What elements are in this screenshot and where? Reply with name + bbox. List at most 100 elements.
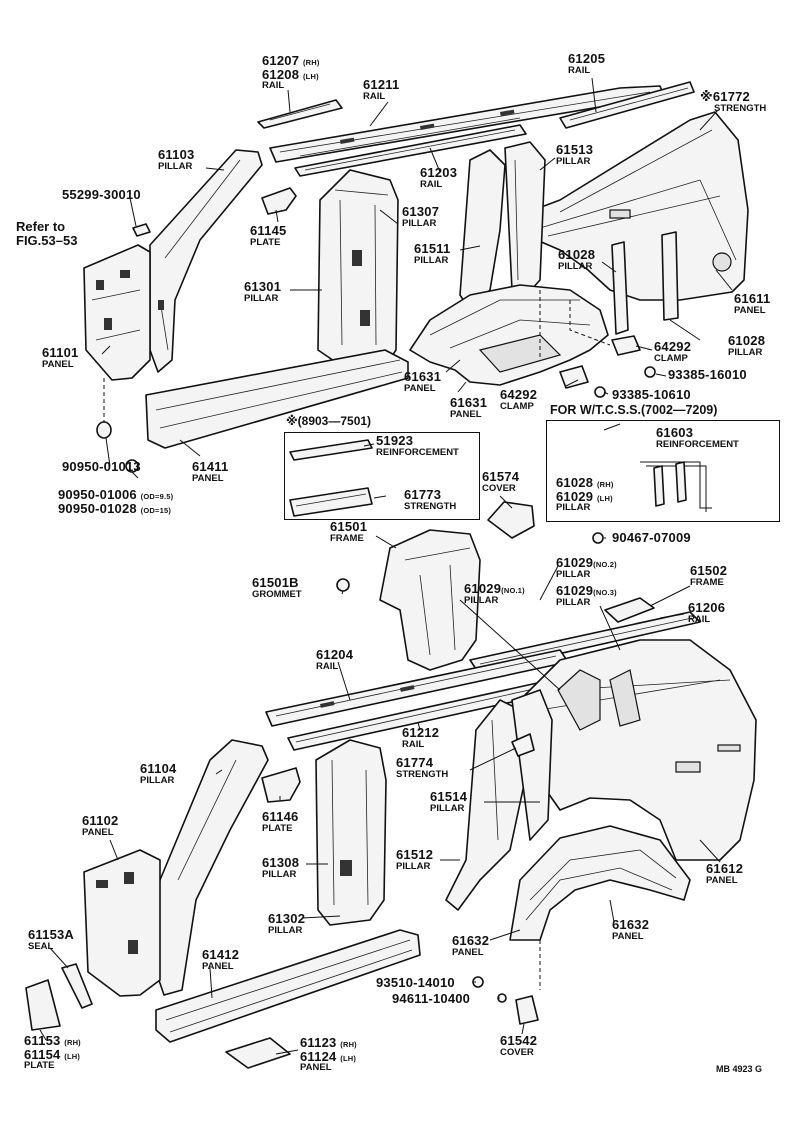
part-desc: PILLAR (244, 292, 279, 304)
part-desc: PILLAR (414, 254, 449, 266)
label-64292b: 64292 CLAMP (500, 388, 537, 412)
label-55299: 55299-30010 (62, 188, 141, 202)
tcss-parts-shape (640, 461, 712, 512)
part-number: 64292 (500, 387, 538, 402)
part-number-2: 61029 (556, 488, 594, 504)
nut-90467-shape (592, 532, 604, 544)
part-number: 61102 (82, 813, 119, 828)
part-desc: PANEL (404, 382, 436, 394)
part-number: 61411 (192, 459, 229, 474)
part-number: 61101 (42, 345, 79, 360)
plate-61145-shape (261, 187, 297, 215)
part-desc: SEAL (28, 940, 54, 952)
part-desc: PANEL (734, 304, 766, 316)
plate-61146-shape (261, 767, 301, 803)
part-number: 90950-01006 (58, 487, 137, 502)
label-61603: 61603 REINFORCEMENT (656, 426, 739, 450)
panel-61632-shape (509, 825, 691, 941)
part-desc: PILLAR (262, 868, 297, 880)
label-61511: 61511 PILLAR (414, 242, 450, 266)
part-number: 61502 (690, 563, 728, 578)
label-61773: 61773 STRENGTH (404, 488, 456, 512)
part-number: 90950-01013 (62, 459, 141, 474)
panel-61611-shape (519, 111, 749, 301)
part-desc: PANEL (706, 874, 738, 886)
part-desc: PANEL (452, 946, 484, 958)
part-desc: RAIL (262, 80, 285, 92)
pillar-61301-shape (317, 169, 399, 366)
seal-61153a-shape (61, 963, 93, 1009)
label-61574: 61574 COVER (482, 470, 519, 494)
label-90467: 90467-07009 (612, 531, 691, 545)
part-desc: PILLAR (268, 924, 303, 936)
part-desc: COVER (500, 1046, 534, 1058)
part-number: 61631 (450, 395, 488, 410)
part-number: 61146 (262, 809, 299, 824)
part-desc: PILLAR (464, 594, 499, 606)
label-61146: 61146 PLATE (262, 810, 298, 834)
label-61028b: 61028 PILLAR (728, 334, 765, 358)
part-desc: PANEL (202, 960, 234, 972)
panel-61411-shape (145, 349, 409, 449)
part-number-2: 61208 (262, 66, 300, 82)
part-number: 61511 (414, 241, 451, 256)
part-number: 61123 (300, 1035, 337, 1050)
bolt-93510-shape (472, 976, 484, 988)
part-number: 61773 (404, 487, 442, 502)
part-number: 61542 (500, 1033, 538, 1048)
part-number: 61212 (402, 725, 440, 740)
label-61204: 61204 RAIL (316, 648, 353, 672)
label-61774: 61774 STRENGTH (396, 756, 448, 780)
label-61123: 61123 (RH) 61124 (LH) PANEL (300, 1035, 357, 1074)
label-61632b: 61632 PANEL (452, 934, 489, 958)
part-desc: PILLAR (556, 596, 591, 608)
part-number-2: 61124 (300, 1048, 337, 1064)
label-61501b: 61501B GROMMET (252, 576, 302, 600)
label-61103: 61103 PILLAR (158, 148, 194, 172)
frame-61502-shape (604, 597, 655, 623)
part-number: 61153 (24, 1033, 61, 1048)
part-number: 93510-14010 (376, 975, 455, 990)
part-desc: PLATE (262, 822, 293, 834)
label-61612: 61612 PANEL (706, 862, 743, 886)
label-61411: 61411 PANEL (192, 460, 228, 484)
label-61102: 61102 PANEL (82, 814, 118, 838)
part-number: 61632 (612, 917, 650, 932)
part-number: 61514 (430, 789, 468, 804)
part-number: 61412 (202, 947, 240, 962)
part-desc: PILLAR (396, 860, 431, 872)
part-number: 64292 (654, 339, 692, 354)
part-desc: REINFORCEMENT (376, 446, 459, 458)
part-number: 61603 (656, 425, 694, 440)
label-61153a: 61153A SEAL (28, 928, 74, 952)
label-61211: 61211 RAIL (363, 78, 399, 102)
clamp-64292b-shape (559, 365, 589, 389)
rail-61211-shape (269, 85, 665, 163)
label-51923: 51923 REINFORCEMENT (376, 434, 459, 458)
refer-note: Refer to FIG.53–53 (16, 219, 77, 249)
label-61631b: 61631 PANEL (450, 396, 487, 420)
part-desc: PANEL (192, 472, 224, 484)
panel-61612-shape (519, 639, 757, 861)
part-desc: PLATE (24, 1060, 55, 1072)
part-desc: PILLAR (402, 217, 437, 229)
part-number: 61028 (728, 333, 766, 348)
part-desc: PILLAR (728, 346, 763, 358)
label-61153: 61153 (RH) 61154 (LH) PLATE (24, 1033, 81, 1072)
part-number: 61574 (482, 469, 520, 484)
label-61512: 61512 PILLAR (396, 848, 433, 872)
part-number: 61631 (404, 369, 442, 384)
part-desc: GROMMET (252, 588, 302, 600)
part-number: 61028 (556, 475, 594, 490)
part-number: 61302 (268, 911, 306, 926)
part-number: 61203 (420, 165, 458, 180)
label-61501: 61501 FRAME (330, 520, 367, 544)
part-number: 61632 (452, 933, 490, 948)
part-number: 51923 (376, 433, 414, 448)
frame-61501-shape (379, 529, 481, 671)
part-desc: PILLAR (556, 568, 591, 580)
part-number: 61774 (396, 755, 434, 770)
label-61205: 61205 RAIL (568, 52, 605, 76)
label-93510: 93510-14010 (376, 976, 455, 990)
